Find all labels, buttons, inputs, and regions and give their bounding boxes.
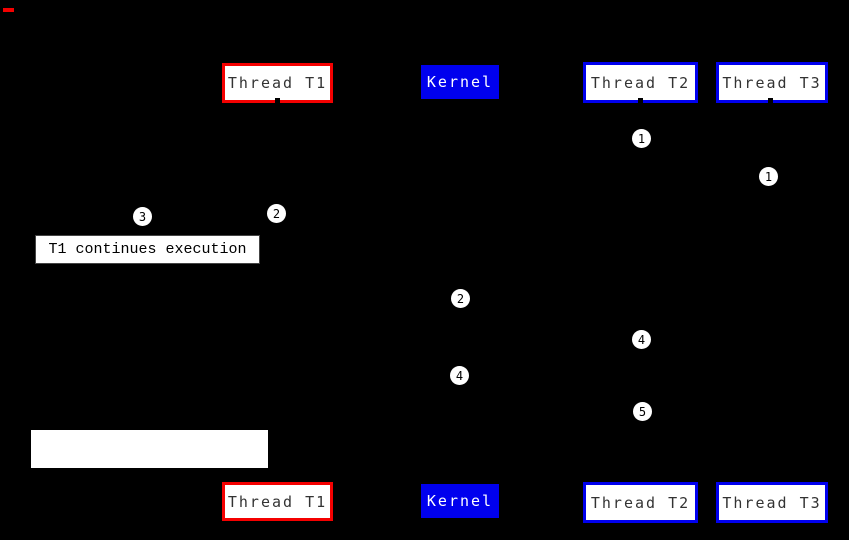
lifeline-tick-t1-bottom [275,475,280,484]
lifeline-tick-t2-top [638,98,643,107]
kernel-box-top: Kernel [421,65,499,99]
blank-callout [31,430,268,468]
kernel-box-bottom: Kernel [421,484,499,518]
lifeline-tick-t3-top [768,98,773,107]
step-marker-4-thread-t2: 4 [632,330,651,349]
step-marker-1-thread-t3: 1 [759,167,778,186]
step-marker-1-thread-t2: 1 [632,129,651,148]
thread-t2-box-top: Thread T2 [583,62,698,103]
thread-t1-box-top: Thread T1 [222,63,333,103]
step-marker-3-thread-t1: 3 [133,207,152,226]
thread-t3-box-bottom: Thread T3 [716,482,828,523]
lifeline-tick-t1-top [275,98,280,107]
lifeline-tick-t3-bottom [768,475,773,484]
stray-red-mark [3,8,14,12]
step-marker-4-kernel: 4 [450,366,469,385]
thread-t3-box-top: Thread T3 [716,62,828,103]
t1-continues-execution-label: T1 continues execution [35,235,260,264]
step-marker-2-thread-t1: 2 [267,204,286,223]
step-marker-2-kernel: 2 [451,289,470,308]
step-marker-5-thread-t2: 5 [633,402,652,421]
thread-t2-box-bottom: Thread T2 [583,482,698,523]
lifeline-tick-t2-bottom [638,475,643,484]
thread-t1-box-bottom: Thread T1 [222,482,333,521]
